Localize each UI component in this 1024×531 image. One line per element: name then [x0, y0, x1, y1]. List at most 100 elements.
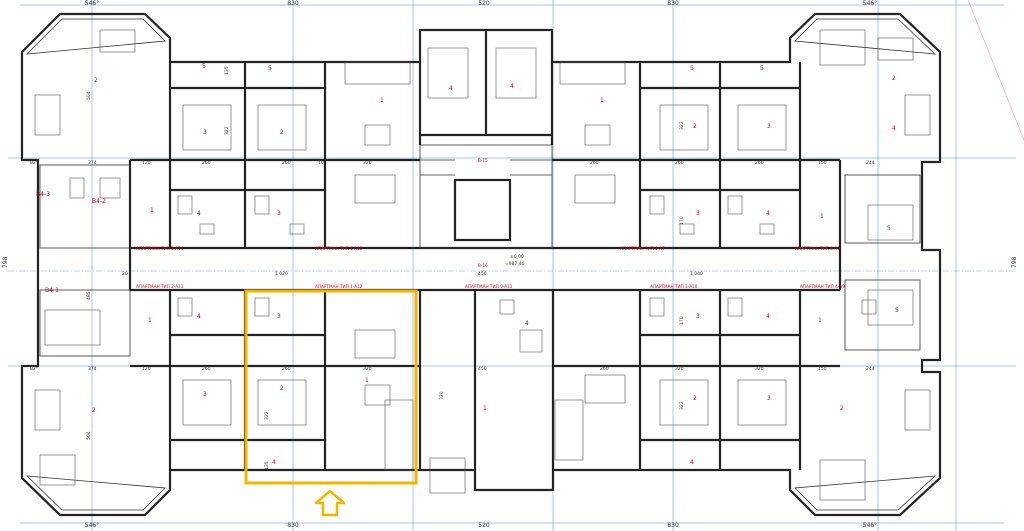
up-arrow-icon — [314, 489, 346, 517]
room-number: 1 — [483, 405, 487, 412]
room-number: 2 — [840, 405, 844, 412]
room-dim: 322 — [264, 411, 270, 420]
room-dim: 322 — [679, 401, 685, 410]
outer-walls — [20, 12, 942, 517]
room-number: 3 — [696, 313, 700, 320]
room-dim: 260 — [282, 160, 291, 166]
room-dim: 260 — [202, 160, 211, 166]
unit-label: АПАРТМАН ТИП 1-А12 — [315, 284, 363, 289]
interior-walls-lower — [39, 279, 921, 470]
living-furniture — [34, 29, 931, 501]
room-dim: 504 — [86, 431, 92, 440]
bottom-dim-5: 546° — [863, 522, 877, 529]
bathroom-fixtures — [69, 177, 877, 353]
room-dim: 150 — [818, 160, 827, 166]
room-number: 4 — [510, 83, 514, 90]
bottom-dim-2: 830 — [287, 522, 299, 529]
unit-label: АПАРТМАН ТИП 1-А7 — [620, 246, 665, 251]
room-number: 2 — [280, 385, 284, 392]
elevation-label: =987.40 — [505, 261, 525, 267]
unit-labels: АПАРТМАН ТИП 2-А14 АПАРТМАН ТИП 1-А15 АП… — [136, 246, 845, 289]
room-number: 2 — [280, 129, 284, 136]
room-number: 5 — [760, 65, 764, 72]
room-dim: 150 — [818, 366, 827, 372]
unit-label: АПАРТМАН ТИП 2-А13 — [136, 284, 184, 289]
side-dim-left: 798 — [2, 256, 9, 268]
room-number: 5 — [895, 307, 899, 314]
room-number: 1 — [380, 97, 384, 104]
block-label: В4-1 — [45, 287, 59, 294]
room-number-labels: 1 1 1 1 1 1 1 1 2 2 2 2 2 2 2 2 3 3 3 3 … — [92, 63, 899, 466]
stair-label: В-16 — [478, 263, 488, 268]
room-dim: 170 — [679, 316, 685, 325]
room-dim: 260 — [755, 160, 764, 166]
bottom-dim-1: 546° — [85, 522, 99, 529]
unit-label: АПАРТМАН ТИП 0-А11 — [465, 284, 513, 289]
room-dim: 322 — [224, 126, 230, 135]
beds — [182, 47, 914, 426]
top-dim-5: 546° — [863, 0, 877, 7]
room-number: 1 — [365, 377, 369, 384]
room-dim: 1 020 — [275, 271, 288, 277]
top-dim-2: 830 — [287, 0, 299, 7]
room-number: 4 — [892, 125, 896, 132]
room-dim: 320 — [363, 366, 372, 372]
top-dimension-labels: 546° 830 520 830 546° — [85, 0, 877, 7]
room-dim: 485 — [86, 291, 92, 300]
corridor — [130, 144, 840, 292]
room-number: 2 — [693, 123, 697, 130]
room-number: 2 — [892, 75, 896, 82]
unit-label: АПАРТМАН ТИП 4-А9 — [800, 284, 845, 289]
room-dim: 320 — [363, 160, 372, 166]
room-dim: 82° — [30, 160, 38, 166]
room-number: 5 — [887, 225, 891, 232]
room-number: 5 — [202, 63, 206, 70]
room-number: 1 — [150, 207, 154, 214]
highlighted-apartment[interactable] — [244, 289, 418, 485]
block-labels: В4-3 В4-2 В4-1 — [36, 191, 106, 294]
room-dim: 120 — [142, 366, 151, 372]
room-dim: 450 — [478, 271, 487, 277]
room-dim: 260 — [282, 366, 291, 372]
room-number: 3 — [277, 313, 281, 320]
room-number: 3 — [767, 395, 771, 402]
room-number: 4 — [449, 85, 453, 92]
room-number: 4 — [525, 320, 529, 327]
bottom-dim-3: 520 — [478, 522, 490, 529]
room-dim: 244 — [866, 366, 875, 372]
elevation-label: ±0,00 — [510, 254, 524, 260]
room-number: 4 — [197, 313, 201, 320]
room-dim: 374 — [88, 160, 97, 166]
stair-label: В-15 — [478, 158, 488, 163]
bottom-dim-4: 830 — [667, 522, 679, 529]
room-dim: 320 — [675, 366, 684, 372]
top-dim-3: 520 — [478, 0, 490, 7]
room-dim: 260 — [590, 160, 599, 166]
room-dim: 720 — [439, 391, 445, 400]
room-dim: 120 — [142, 160, 151, 166]
room-dim: 322 — [679, 121, 685, 130]
room-dim: 82° — [30, 366, 38, 372]
room-number: 4 — [197, 210, 201, 217]
room-dim: 504 — [86, 91, 92, 100]
stair-labels: В-15 В-16 ±0,00 =987.40 — [478, 158, 525, 268]
room-number: 1 — [818, 317, 822, 324]
room-number: 5 — [690, 65, 694, 72]
room-dim: 260 — [600, 366, 609, 372]
room-number: 1 — [148, 317, 152, 324]
block-label: В4-3 — [36, 191, 50, 198]
room-number: 3 — [203, 391, 207, 398]
room-dim: 374 — [88, 366, 97, 372]
top-dim-1: 546° — [85, 0, 99, 7]
room-number: 2 — [92, 407, 96, 414]
unit-label: АПАРТМАН ТИП 2-А14 — [136, 246, 184, 251]
room-number: 5 — [268, 65, 272, 72]
room-number: 3 — [767, 123, 771, 130]
room-number: 4 — [690, 459, 694, 466]
room-dim: 135 — [264, 461, 270, 470]
top-dim-4: 830 — [667, 0, 679, 7]
room-dim: 244 — [866, 160, 875, 166]
room-dim: 170 — [679, 216, 685, 225]
room-number: 2 — [94, 77, 98, 84]
room-number: 1 — [600, 97, 604, 104]
